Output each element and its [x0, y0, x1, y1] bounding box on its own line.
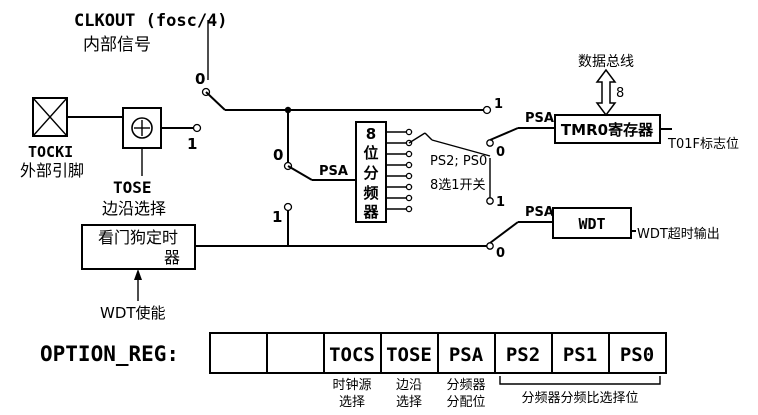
switch2-arm	[287, 165, 313, 181]
tocs-note-1: 时钟源	[332, 377, 371, 393]
prescaler-char-1: 位	[363, 144, 378, 162]
mux8-hook	[424, 132, 433, 141]
tose-label: TOSE	[113, 178, 152, 197]
tocki-sub-label: 外部引脚	[20, 161, 84, 180]
option-bit-2	[494, 332, 553, 374]
switch3-input-0: 0	[496, 145, 505, 160]
prescaler-char-3: 频	[363, 184, 378, 202]
wdt-enable-label: WDT使能	[100, 304, 166, 322]
switch2-input-0: 0	[273, 146, 283, 164]
option-bit-3	[437, 332, 496, 374]
tap-pin-6	[405, 194, 413, 202]
tocki-cross-b	[32, 97, 68, 137]
prescaler-char-0: 8	[366, 125, 376, 143]
clkout-label: CLKOUT (fosc/4)	[74, 11, 228, 31]
psa-note-1: 分频器	[446, 378, 485, 393]
mux8-select-label: PS2; PS0	[430, 154, 487, 169]
mux8-out-line	[431, 139, 491, 157]
switch3-psa-label: PSA	[525, 111, 554, 126]
tmr0-output-label: T01F标志位	[667, 137, 739, 152]
tocki-label: TOCKI	[28, 143, 73, 161]
wdt-label: WDT	[578, 215, 605, 233]
ps-note: 分频器分频比选择位	[521, 391, 638, 406]
prescaler-char-4: 器	[362, 203, 379, 221]
option-bit-label-1: PS1	[563, 344, 597, 366]
watchdog-box	[81, 224, 196, 270]
tose-note-2: 选择	[396, 395, 422, 410]
data-bus-label: 数据总线	[578, 54, 634, 70]
tap-pin-2	[405, 150, 413, 158]
option-reg-label: OPTION_REG:	[40, 342, 179, 366]
option-bit-label-5: TOCS	[329, 344, 375, 366]
mux8-label: 8选1开关	[430, 178, 486, 193]
option-bit-label-0: PS0	[620, 344, 654, 366]
clkout-sub-label: 内部信号	[83, 35, 151, 55]
tap-pin-5	[405, 183, 413, 191]
watchdog-label-2: 器	[164, 248, 180, 267]
switch3b-pin	[486, 197, 494, 205]
option-bit-label-4: TOSE	[386, 344, 432, 366]
switch1-input-0: 0	[195, 70, 205, 88]
mux8-arm	[408, 132, 426, 144]
prescaler-char-2: 分	[363, 164, 378, 182]
tose-sub-label: 边沿选择	[102, 199, 166, 218]
tap-pin-0	[405, 128, 413, 136]
wdt-enable-arrow-icon	[134, 269, 142, 280]
xor-out-num: 1	[187, 135, 197, 153]
option-bit-7	[209, 332, 268, 374]
option-bit-6	[266, 332, 325, 374]
tmr0-register-label: TMR0寄存器	[561, 121, 654, 139]
tap-pin-7	[405, 205, 413, 213]
switch4-input-1: 1	[272, 208, 282, 226]
tocs-note-2: 选择	[339, 395, 365, 410]
switch3b-num: 1	[496, 195, 505, 210]
prescaler-box	[355, 121, 387, 223]
option-bit-0	[608, 332, 667, 374]
option-bit-1	[551, 332, 610, 374]
xor-symbol-icon	[131, 117, 153, 139]
option-bit-label-2: PS2	[506, 344, 540, 366]
wdt-box	[552, 207, 632, 239]
option-bit-label-3: PSA	[449, 344, 484, 366]
tap-pin-4	[405, 172, 413, 180]
psa-note-2: 分配位	[446, 395, 485, 410]
data-bus-arrow-icon	[595, 68, 617, 117]
tose-note-1: 边沿	[396, 378, 422, 393]
switch3-pin-0	[486, 139, 494, 147]
option-bit-5	[323, 332, 382, 374]
switch4-pin-1	[283, 202, 293, 212]
switch3-arm	[489, 127, 519, 141]
switch3-pin-1	[482, 105, 492, 115]
switch1-arm-a	[205, 91, 226, 111]
option-bit-4	[380, 332, 439, 374]
option-reg-bits: TOCS TOSE PSA PS2 PS1 PS0	[209, 332, 667, 374]
ps-bracket	[499, 376, 661, 385]
switch2-pin-1	[192, 123, 202, 133]
tap-pin-3	[405, 161, 413, 169]
switch4-psa-label: PSA	[525, 205, 554, 220]
switch2-psa-label: PSA	[319, 164, 348, 179]
switch4-arm	[489, 221, 519, 244]
watchdog-label-1: 看门狗定时	[98, 228, 178, 247]
data-bus-width: 8	[616, 86, 624, 101]
wdt-output-label: WDT超时输出	[637, 226, 720, 242]
switch3-input-1: 1	[494, 97, 503, 112]
switch4-input-0: 0	[496, 246, 505, 261]
switch4-pin-0	[486, 242, 494, 250]
prescaler-taps	[386, 128, 413, 213]
